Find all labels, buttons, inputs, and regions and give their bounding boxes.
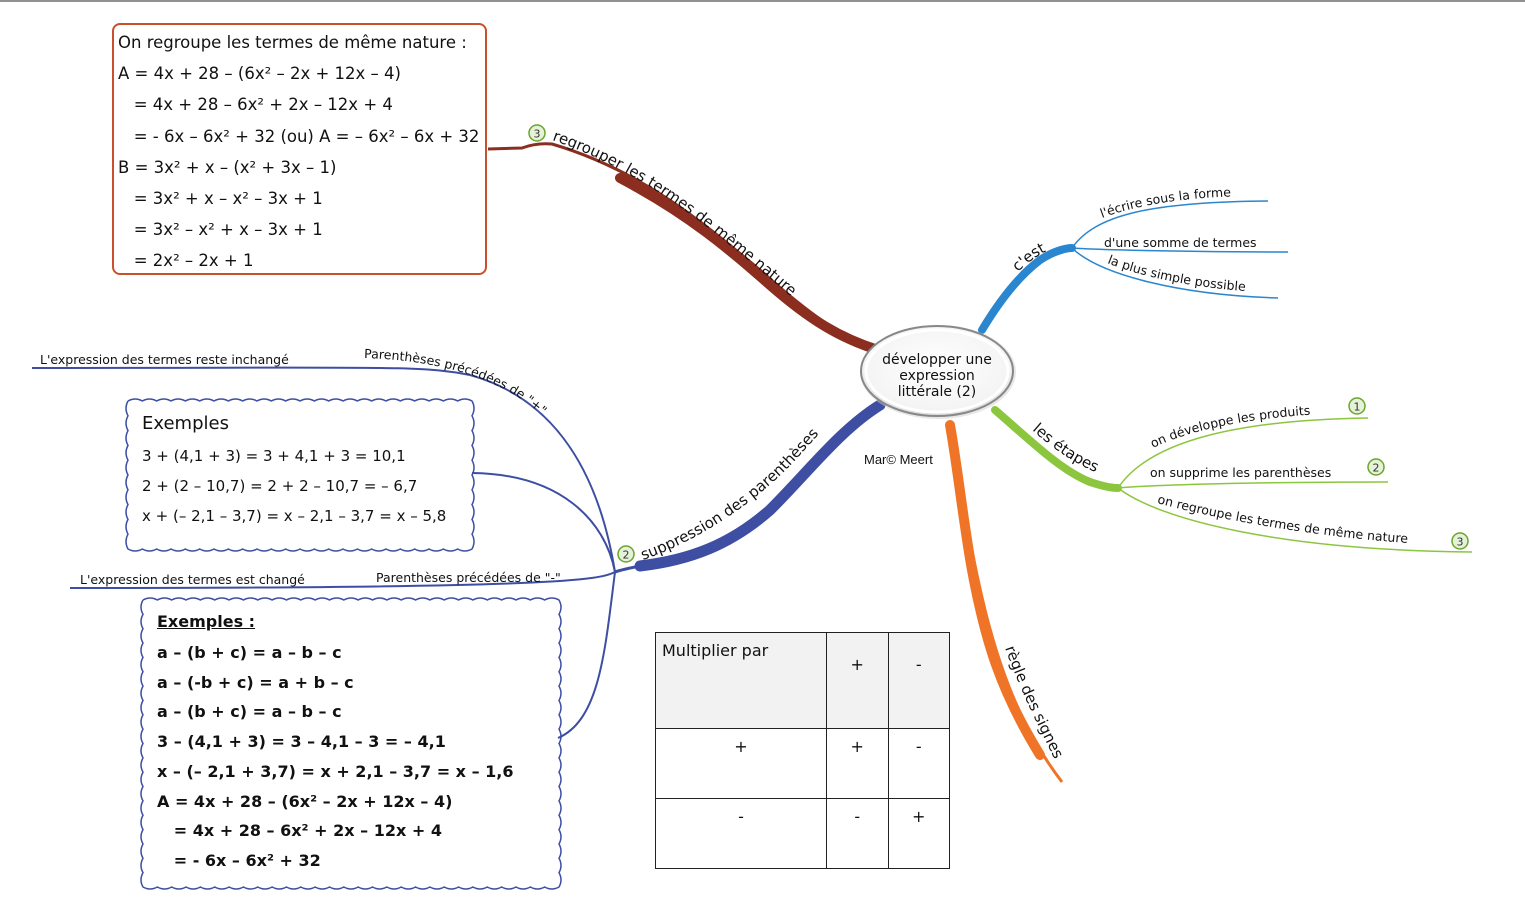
minus-example-line: A = 4x + 28 – (6x² – 2x + 12x – 4) [157,791,453,811]
minus-example-title: Exemples : [157,612,256,631]
branch-etapes [991,406,1122,492]
sign-table-row: - - + [655,798,950,869]
plus-branch-note: L'expression des termes reste inchangé [40,352,289,367]
sign-table-row: + + - [655,728,950,799]
branch-plus [31,366,616,573]
minus-example-line: a – (b + c) = a – b – c [157,643,342,662]
svg-text:3: 3 [534,128,541,141]
minus-example-line: = 4x + 28 – 6x² + 2x – 12x + 4 [157,821,442,841]
branch-regrouper [615,173,883,355]
central-node: développer une expression littérale (2) [860,325,1016,419]
regroup-line: = 3x² – x² + x – 3x + 1 [118,220,323,240]
sign-table-header-cell: + [826,632,889,729]
minus-example-line: a – (-b + c) = a + b – c [157,672,354,692]
svg-text:2: 2 [1373,462,1380,475]
plus-example-line: 2 + (2 – 10,7) = 2 + 2 – 10,7 = – 6,7 [142,477,418,495]
connector-box-plus [471,472,616,573]
branch-cest-sub2 [1071,247,1289,253]
minus-example-line: = - 6x – 6x² + 32 [157,850,321,870]
sign-table-cell: + [655,728,827,799]
minus-branch-label: Parenthèses précédées de "-" [376,570,561,585]
branch-signes [945,420,1045,760]
regroup-line: A = 4x + 28 – (6x² – 2x + 12x – 4) [118,64,401,84]
svg-text:3: 3 [1457,536,1464,549]
sign-table-cell: - [887,728,950,799]
central-line-2: expression [899,368,975,384]
plus-example-line: 3 + (4,1 + 3) = 3 + 4,1 + 3 = 10,1 [142,447,406,465]
cest-item-2: d'une somme de termes [1104,235,1257,250]
badge-etapes-3: 3 [1451,532,1469,550]
minus-example-box: Exemples : a – (b + c) = a – b – c a – (… [143,600,559,887]
etapes-item-3: on regroupe les termes de même nature [1156,491,1409,546]
regroup-line: = - 6x – 6x² + 32 (ou) A = – 6x² – 6x + … [118,126,480,146]
central-line-1: développer une [882,352,992,368]
plus-example-box: Exemples 3 + (4,1 + 3) = 3 + 4,1 + 3 = 1… [128,401,472,549]
wavy-border-minus [140,597,562,890]
connector-box-minus [557,571,616,739]
central-line-3: littérale (2) [898,384,977,400]
plus-example-title: Exemples [142,413,229,434]
branch-etapes-sub1 [1117,417,1369,489]
svg-text:1: 1 [1354,401,1361,414]
badge-etapes-1: 1 [1348,397,1366,415]
regroup-example-box: On regroupe les termes de même nature : … [112,23,487,275]
branch-suppression-tail [614,564,641,574]
regroup-line: = 2x² – 2x + 1 [118,251,254,271]
regroup-line: = 4x + 28 – 6x² + 2x – 12x + 4 [118,95,393,115]
branch-cest-sub1 [1071,200,1269,249]
regroup-line: = 3x² + x – x² – 3x + 1 [118,189,323,209]
sign-table-header-row: Multiplier par + - [655,632,950,729]
branch-etapes-sub2 [1117,481,1389,489]
etapes-item-2: on supprime les parenthèses [1150,465,1331,480]
badge-suppression: 2 [617,545,635,563]
author-credit: Mar© Meert [864,452,933,467]
sign-table-cell: + [887,798,950,869]
minus-example-line: 3 – (4,1 + 3) = 3 – 4,1 – 3 = – 4,1 [157,732,446,752]
plus-example-line: x + (– 2,1 – 3,7) = x – 2,1 – 3,7 = x – … [142,507,447,525]
svg-text:2: 2 [623,549,630,562]
minus-branch-note: L'expression des termes est changé [80,572,305,587]
regroup-line: B = 3x² + x – (x² + 3x – 1) [118,157,337,177]
minus-example-line: a – (b + c) = a – b – c [157,702,342,722]
badge-regrouper: 3 [528,124,546,142]
branch-etapes-sub3 [1117,487,1473,553]
sign-table-cell: - [826,798,889,869]
etapes-item-1: on développe les produits [1148,403,1311,451]
wavy-border-plus [125,398,475,552]
regroup-line: On regroupe les termes de même nature : [118,33,467,52]
branch-minus [69,571,616,589]
badge-etapes-2: 2 [1367,458,1385,476]
branch-cest [978,244,1076,334]
sign-table-cell: + [826,728,889,799]
sign-table-header-cell: Multiplier par [655,632,827,729]
branch-suppression [634,399,886,572]
sign-table-header-cell: - [887,632,950,729]
minus-example-line: x – (– 2,1 + 3,7) = x + 2,1 – 3,7 = x – … [157,761,514,781]
sign-table-cell: - [655,798,827,869]
sign-rule-table: Multiplier par + - + + - - - + [655,632,950,869]
branch-cest-sub3 [1071,247,1279,299]
